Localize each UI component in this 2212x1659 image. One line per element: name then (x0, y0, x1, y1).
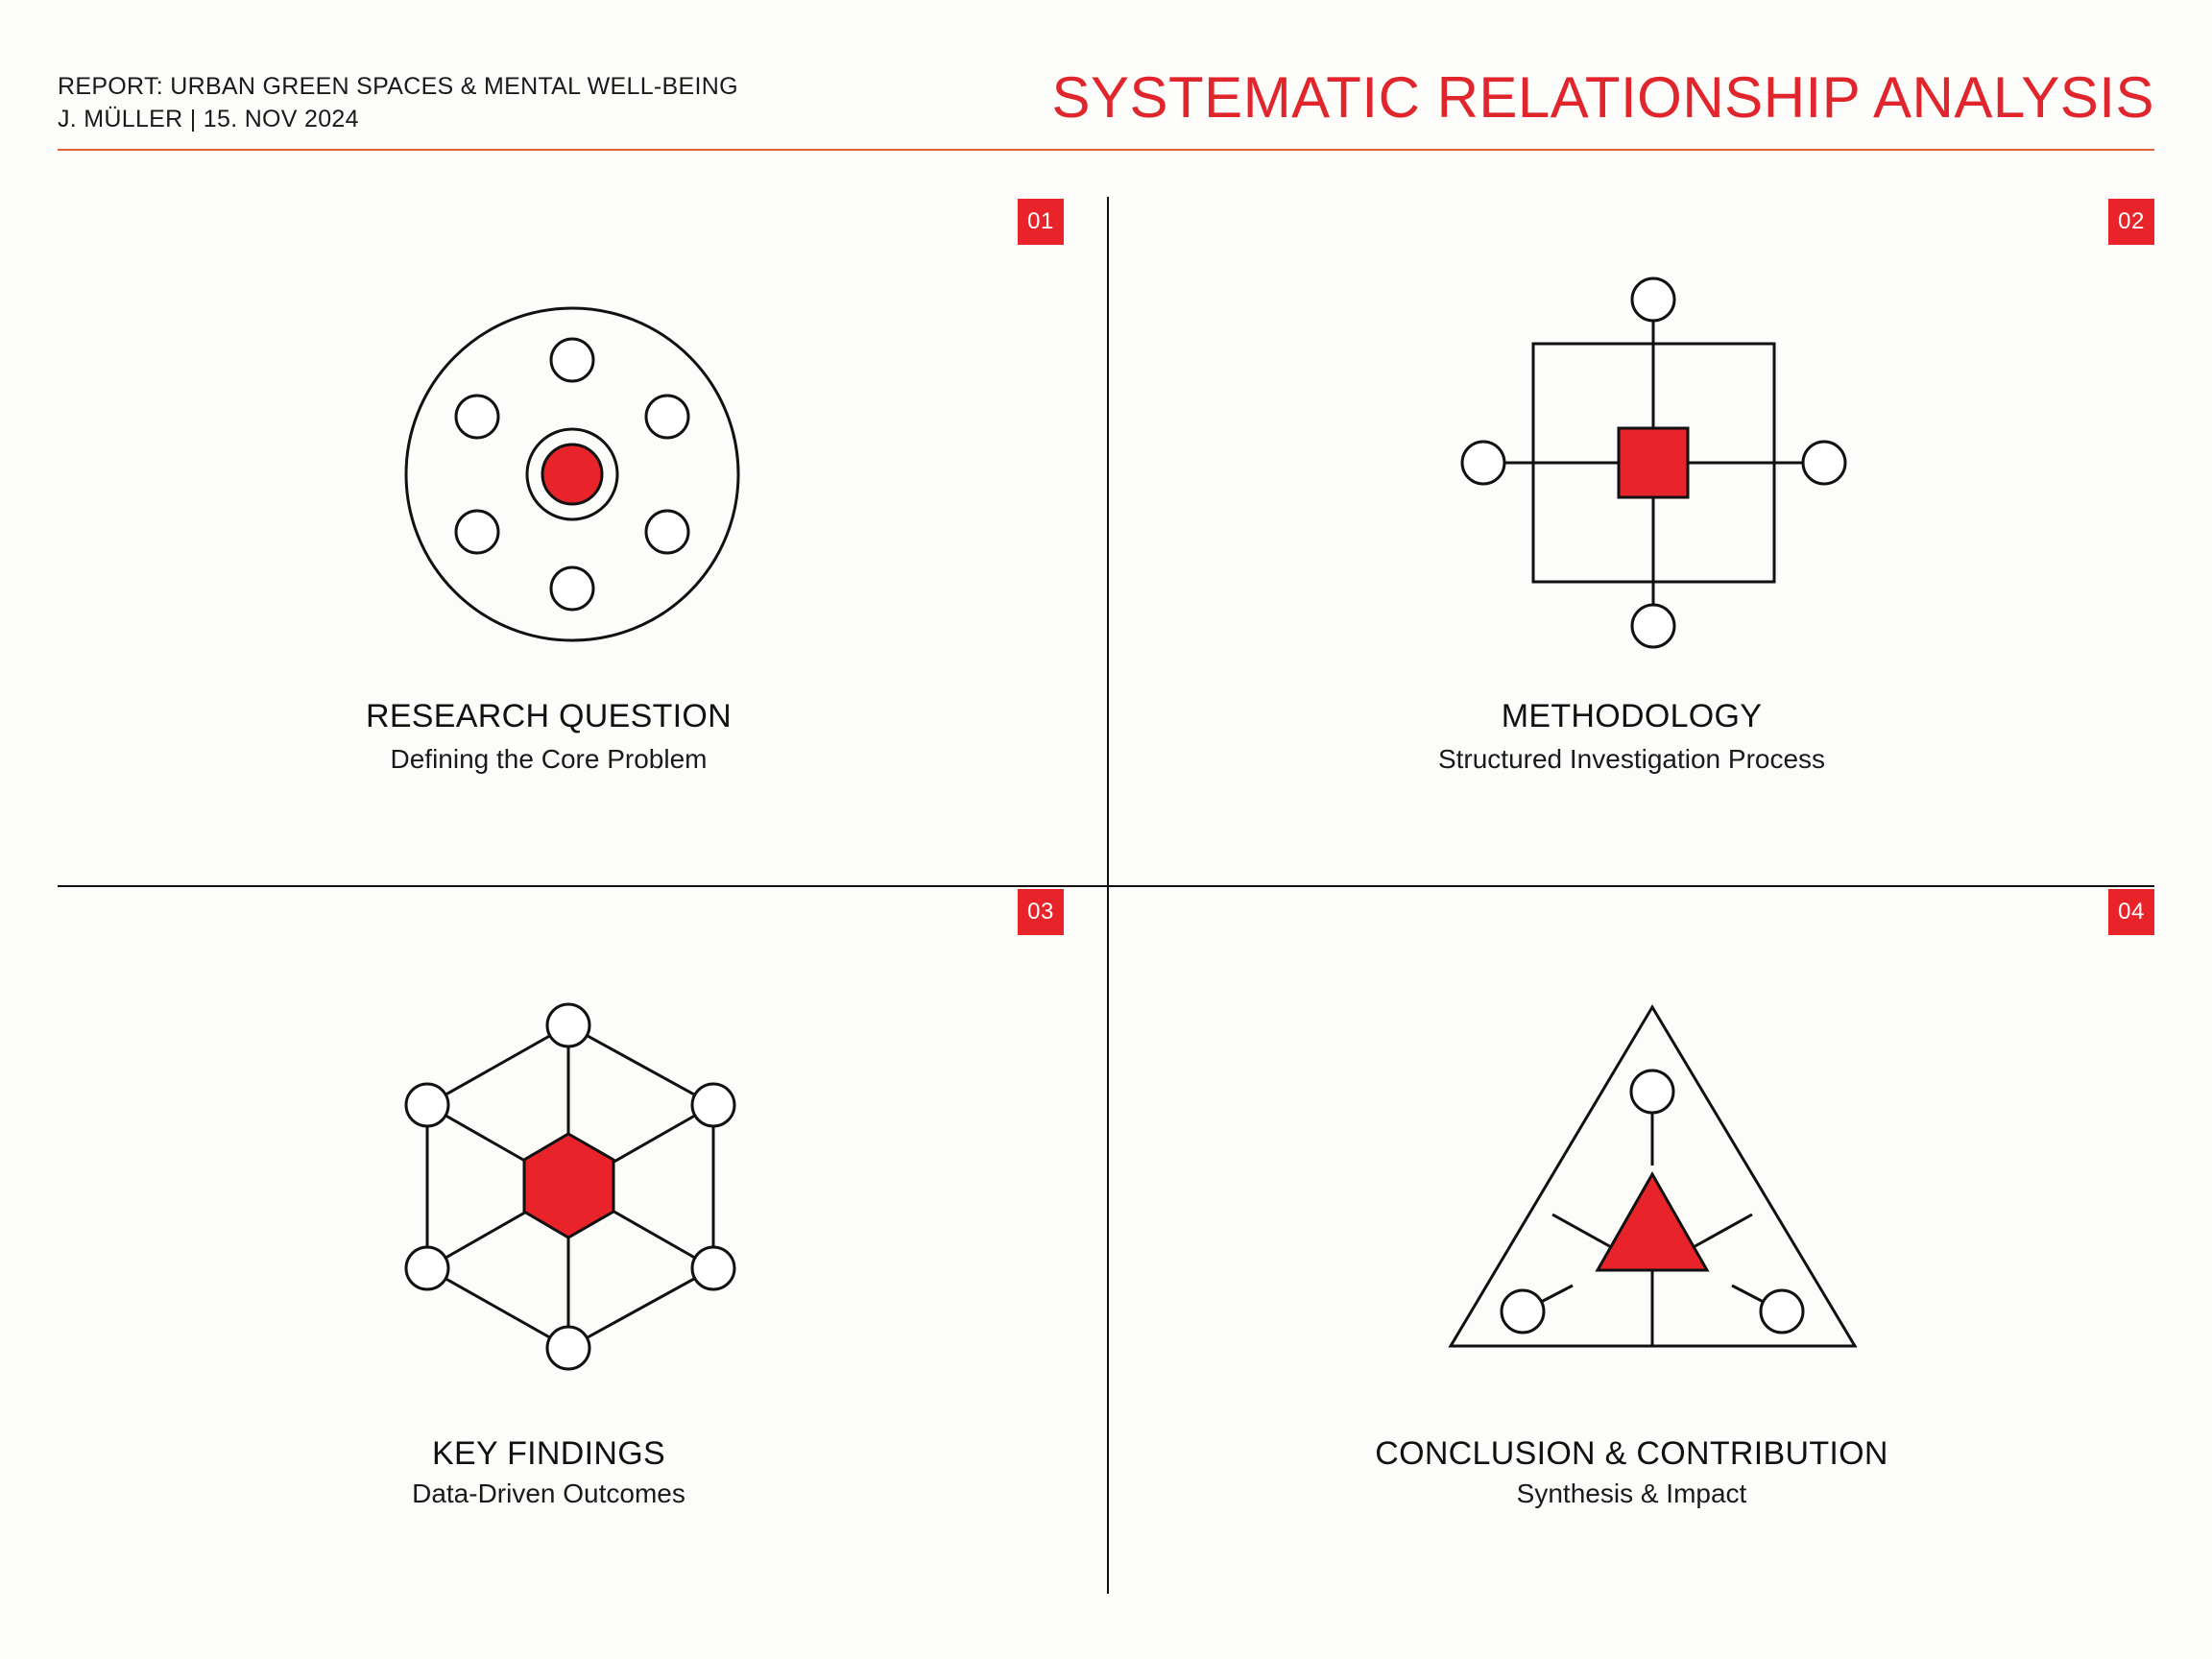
quadrant-conclusion: 04 CONCLUSION & CONTRIBUTION Synthesis &… (1109, 887, 2154, 1594)
header-divider (58, 149, 2154, 151)
quadrant-number-badge: 04 (2108, 889, 2154, 935)
hexagon-network-icon (404, 1002, 736, 1371)
radial-nodes-icon (404, 306, 740, 642)
quadrant-methodology: 02 METHODOLOGY Structured Investigation … (1109, 197, 2154, 885)
report-title-line: REPORT: URBAN GREEN SPACES & MENTAL WELL… (58, 73, 738, 100)
grid-cross-icon (1460, 276, 1847, 649)
triangle-network-icon (1448, 1004, 1858, 1348)
quadrant-subtitle: Defining the Core Problem (390, 744, 708, 774)
quadrant-title: METHODOLOGY (1501, 698, 1763, 734)
quadrant-subtitle: Data-Driven Outcomes (412, 1479, 685, 1508)
quadrant-subtitle: Structured Investigation Process (1437, 744, 1826, 774)
author-date-line: J. MÜLLER | 15. NOV 2024 (58, 106, 359, 132)
quadrant-number-badge: 03 (1018, 889, 1064, 935)
quadrant-title: KEY FINDINGS (432, 1435, 665, 1472)
page-title: SYSTEMATIC RELATIONSHIP ANALYSIS (1051, 65, 2154, 130)
quadrant-number-badge: 02 (2108, 199, 2154, 245)
report-header: REPORT: URBAN GREEN SPACES & MENTAL WELL… (58, 0, 2154, 152)
quadrant-title: RESEARCH QUESTION (365, 698, 733, 734)
quadrant-key-findings: 03 KEY FINDINGS Data-Driven Outcomes (58, 887, 1107, 1594)
quadrant-title: CONCLUSION & CONTRIBUTION (1375, 1435, 1888, 1472)
horizontal-divider (58, 885, 2154, 887)
vertical-divider (1107, 197, 1109, 1594)
quadrant-number-badge: 01 (1018, 199, 1064, 245)
quadrant-research-question: 01 RESEARCH QUESTION Defining the Core P… (58, 197, 1107, 885)
quadrant-subtitle: Synthesis & Impact (1516, 1479, 1747, 1508)
